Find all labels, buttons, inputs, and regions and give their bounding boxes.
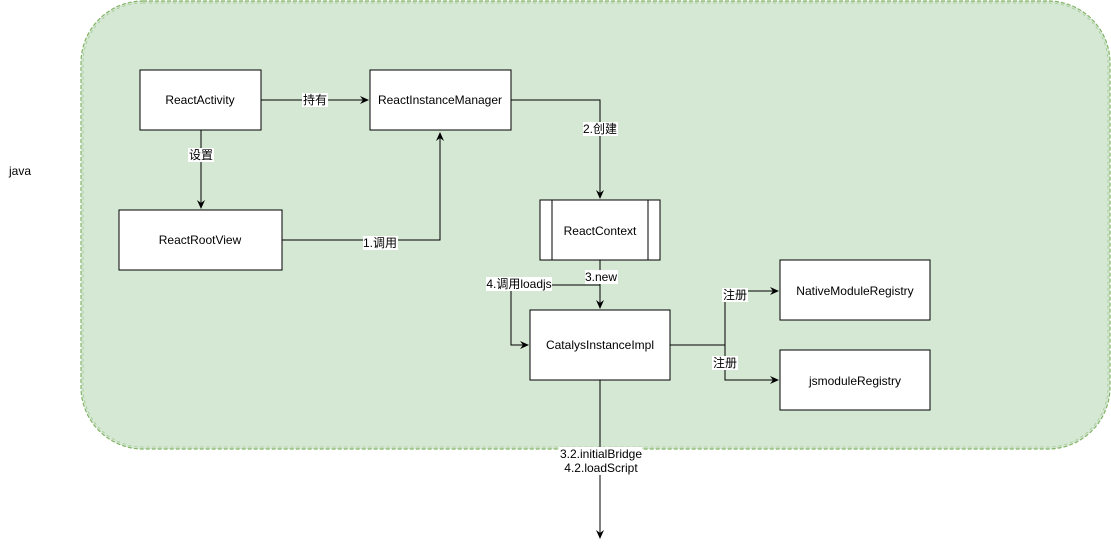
java-side-label: java: [8, 164, 31, 178]
node-label-react-activity: ReactActivity: [165, 93, 234, 107]
edge-register-js[interactable]: 注册: [712, 345, 779, 384]
java-layer-container-inner-border: [82, 2, 1109, 448]
node-label-react-context: ReactContext: [564, 224, 637, 238]
edge-register-native[interactable]: 注册: [670, 287, 779, 346]
edge-call-1[interactable]: 1.调用: [282, 132, 444, 250]
edge-label-call-loadjs-4: 4.调用loadjs: [486, 277, 551, 291]
edge-create-2[interactable]: 2.创建: [511, 99, 618, 199]
node-react-root-view[interactable]: ReactRootView: [118, 209, 283, 271]
edge-new-3[interactable]: 3.new: [585, 260, 618, 309]
node-label-catalys-instance-impl: CatalysInstanceImpl: [546, 338, 654, 352]
node-label-jsmodule-registry: jsmoduleRegistry: [808, 374, 901, 388]
edge-hold[interactable]: 持有: [261, 92, 369, 107]
edge-set[interactable]: 设置: [188, 130, 214, 209]
node-label-react-instance-manager: ReactInstanceManager: [378, 93, 502, 107]
edge-label-set: 设置: [189, 148, 213, 162]
edge-label-new-3: 3.new: [585, 270, 617, 284]
edge-call-loadjs-4[interactable]: 4.调用loadjs: [486, 277, 600, 349]
edge-bridge-out[interactable]: 3.2.initialBridge 4.2.loadScript: [559, 380, 642, 539]
node-react-context[interactable]: ReactContext: [539, 199, 661, 261]
node-react-instance-manager[interactable]: ReactInstanceManager: [369, 69, 512, 131]
edge-label-create-2: 2.创建: [583, 122, 617, 136]
node-catalys-instance-impl[interactable]: CatalysInstanceImpl: [529, 309, 671, 381]
edge-label-load-script: 4.2.loadScript: [564, 461, 638, 475]
node-jsmodule-registry[interactable]: jsmoduleRegistry: [779, 349, 931, 411]
node-label-native-module-registry: NativeModuleRegistry: [796, 284, 913, 298]
node-label-react-root-view: ReactRootView: [159, 233, 242, 247]
node-react-activity[interactable]: ReactActivity: [139, 69, 262, 131]
edge-label-initial-bridge: 3.2.initialBridge: [560, 447, 642, 461]
edge-label-register-native: 注册: [723, 287, 747, 302]
node-native-module-registry[interactable]: NativeModuleRegistry: [779, 259, 931, 321]
edge-label-register-js: 注册: [713, 355, 737, 370]
edge-label-hold: 持有: [303, 92, 327, 107]
edge-label-call-1: 1.调用: [363, 236, 397, 250]
